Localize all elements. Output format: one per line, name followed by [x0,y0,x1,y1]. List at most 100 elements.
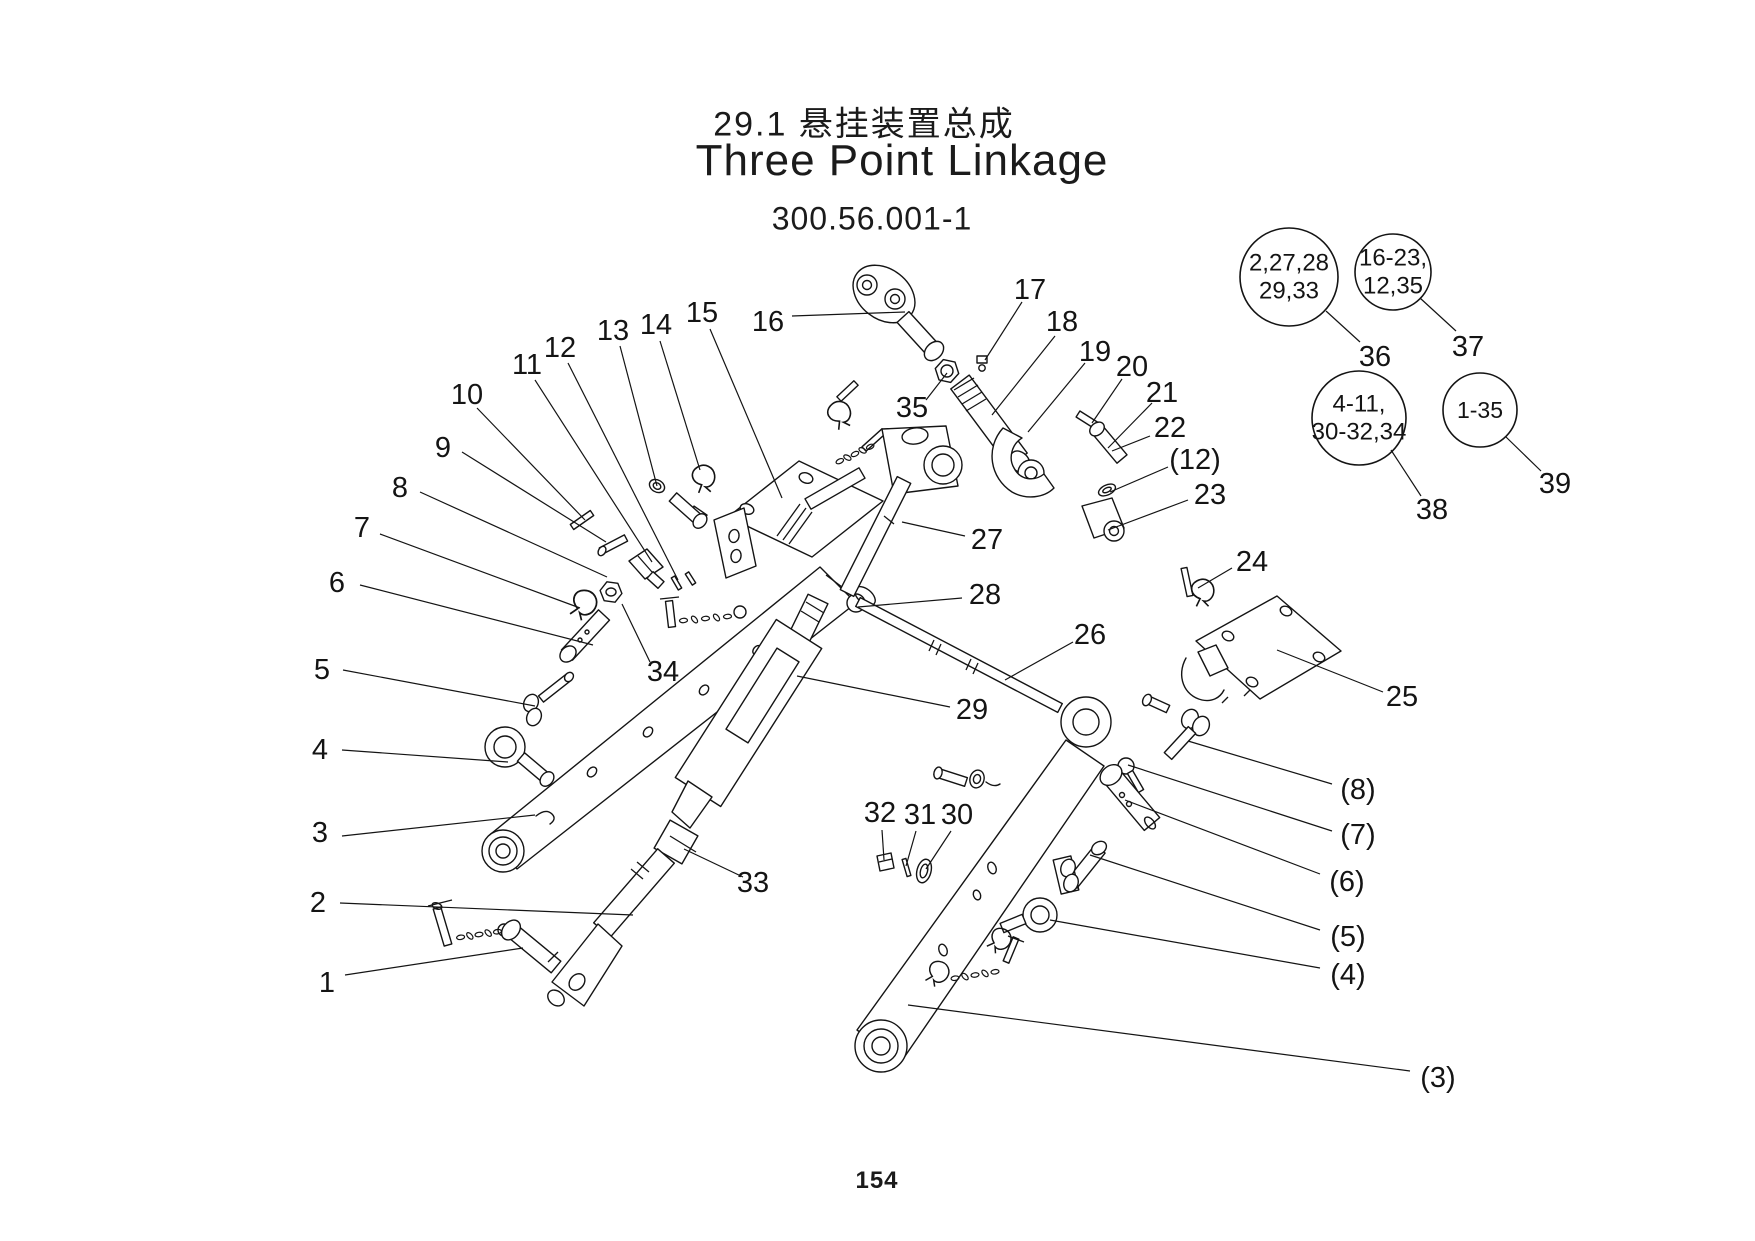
part-outline [690,615,699,624]
leader-line [984,301,1023,361]
part-outline [642,726,654,738]
leader-line [1124,799,1321,875]
part-outline [965,658,972,671]
callout-label: (3) [1420,1062,1455,1094]
part-outline [684,571,697,586]
part-outline [525,707,543,727]
part-outline [1002,936,1020,964]
page-title-chinese: 29.1 悬挂装置总成 [713,105,1015,144]
leader-line [905,830,917,867]
part-outline [986,927,1012,954]
part-outline [889,293,901,305]
group-circle-text: 1-35 [1457,397,1503,423]
part-outline [919,863,929,879]
part-outline [692,513,708,529]
part-outline [678,617,689,624]
part-outline [605,587,617,597]
part-outline [861,279,873,291]
part-outline [981,969,989,978]
leader-line [1111,435,1151,452]
part-outline [1099,763,1123,787]
callout-label: 22 [1154,412,1186,444]
part-outline [835,457,845,465]
part-outline [1090,840,1108,856]
leader-line [476,407,586,521]
callout-label: 3 [312,817,328,849]
part-outline [466,932,474,940]
part-outline [568,973,586,991]
callout-label: 2 [310,887,326,919]
part-outline [776,503,801,537]
leader-line [1390,449,1422,497]
part-outline [730,548,742,564]
part-outline [586,766,598,778]
part-outline [938,943,948,957]
part-outline [539,771,555,787]
leader-line [1027,362,1086,433]
part-outline [1163,725,1197,761]
callout-label: (4) [1330,959,1365,991]
part-outline [670,575,683,591]
part-outline [990,968,1000,975]
part-outline [669,835,697,853]
part-outline [593,848,675,938]
leader-line [379,533,581,609]
callout-label: 23 [1194,479,1226,511]
part-outline [972,662,979,675]
part-outline [712,613,721,622]
part-outline [923,340,945,362]
part-outline [671,780,713,829]
leader-line [991,335,1056,416]
part-outline [931,453,955,477]
part-outline [1221,696,1229,704]
callout-label: 13 [597,315,629,347]
callout-label: 19 [1079,336,1111,368]
leader-line [339,902,634,916]
callout-label: 17 [1014,274,1046,306]
page-number: 154 [855,1167,899,1194]
leader-line [683,848,744,878]
part-outline [855,596,1063,714]
leader-line [567,362,679,581]
callout-label: (8) [1340,774,1375,806]
part-outline [1118,791,1126,799]
callout-label: 9 [435,432,451,464]
part-outline [653,819,699,865]
callout-label: 32 [864,797,896,829]
callout-label: 25 [1386,681,1418,713]
leader-line [344,947,524,976]
leader-line [1107,402,1153,449]
part-outline [972,889,982,901]
part-outline [901,427,929,445]
part-outline [933,766,943,780]
leader-line [1049,919,1321,969]
leader-line [1187,740,1333,785]
leader-line [1325,310,1361,343]
part-outline [456,934,466,941]
part-outline [827,400,852,430]
part-outline [856,274,878,296]
part-outline [915,858,933,884]
part-outline [805,601,825,614]
part-outline [856,739,1105,1063]
part-outline [432,906,453,947]
callout-label: 27 [971,524,1003,556]
part-outline [923,445,963,485]
part-outline [991,427,1055,498]
leader-line [621,603,651,663]
part-outline [1143,816,1157,830]
leader-line [1127,764,1333,832]
part-outline [999,913,1027,934]
part-outline [664,599,677,629]
leader-line [1091,378,1123,424]
part-outline [1108,525,1120,537]
leader-line [925,372,948,401]
part-outline [950,975,960,982]
part-outline [563,671,575,683]
part-outline [646,571,665,589]
part-outline [659,596,680,600]
group-circle [1354,233,1432,311]
leader-line [907,1004,1411,1072]
part-outline [1060,858,1076,878]
part-outline [798,472,814,484]
